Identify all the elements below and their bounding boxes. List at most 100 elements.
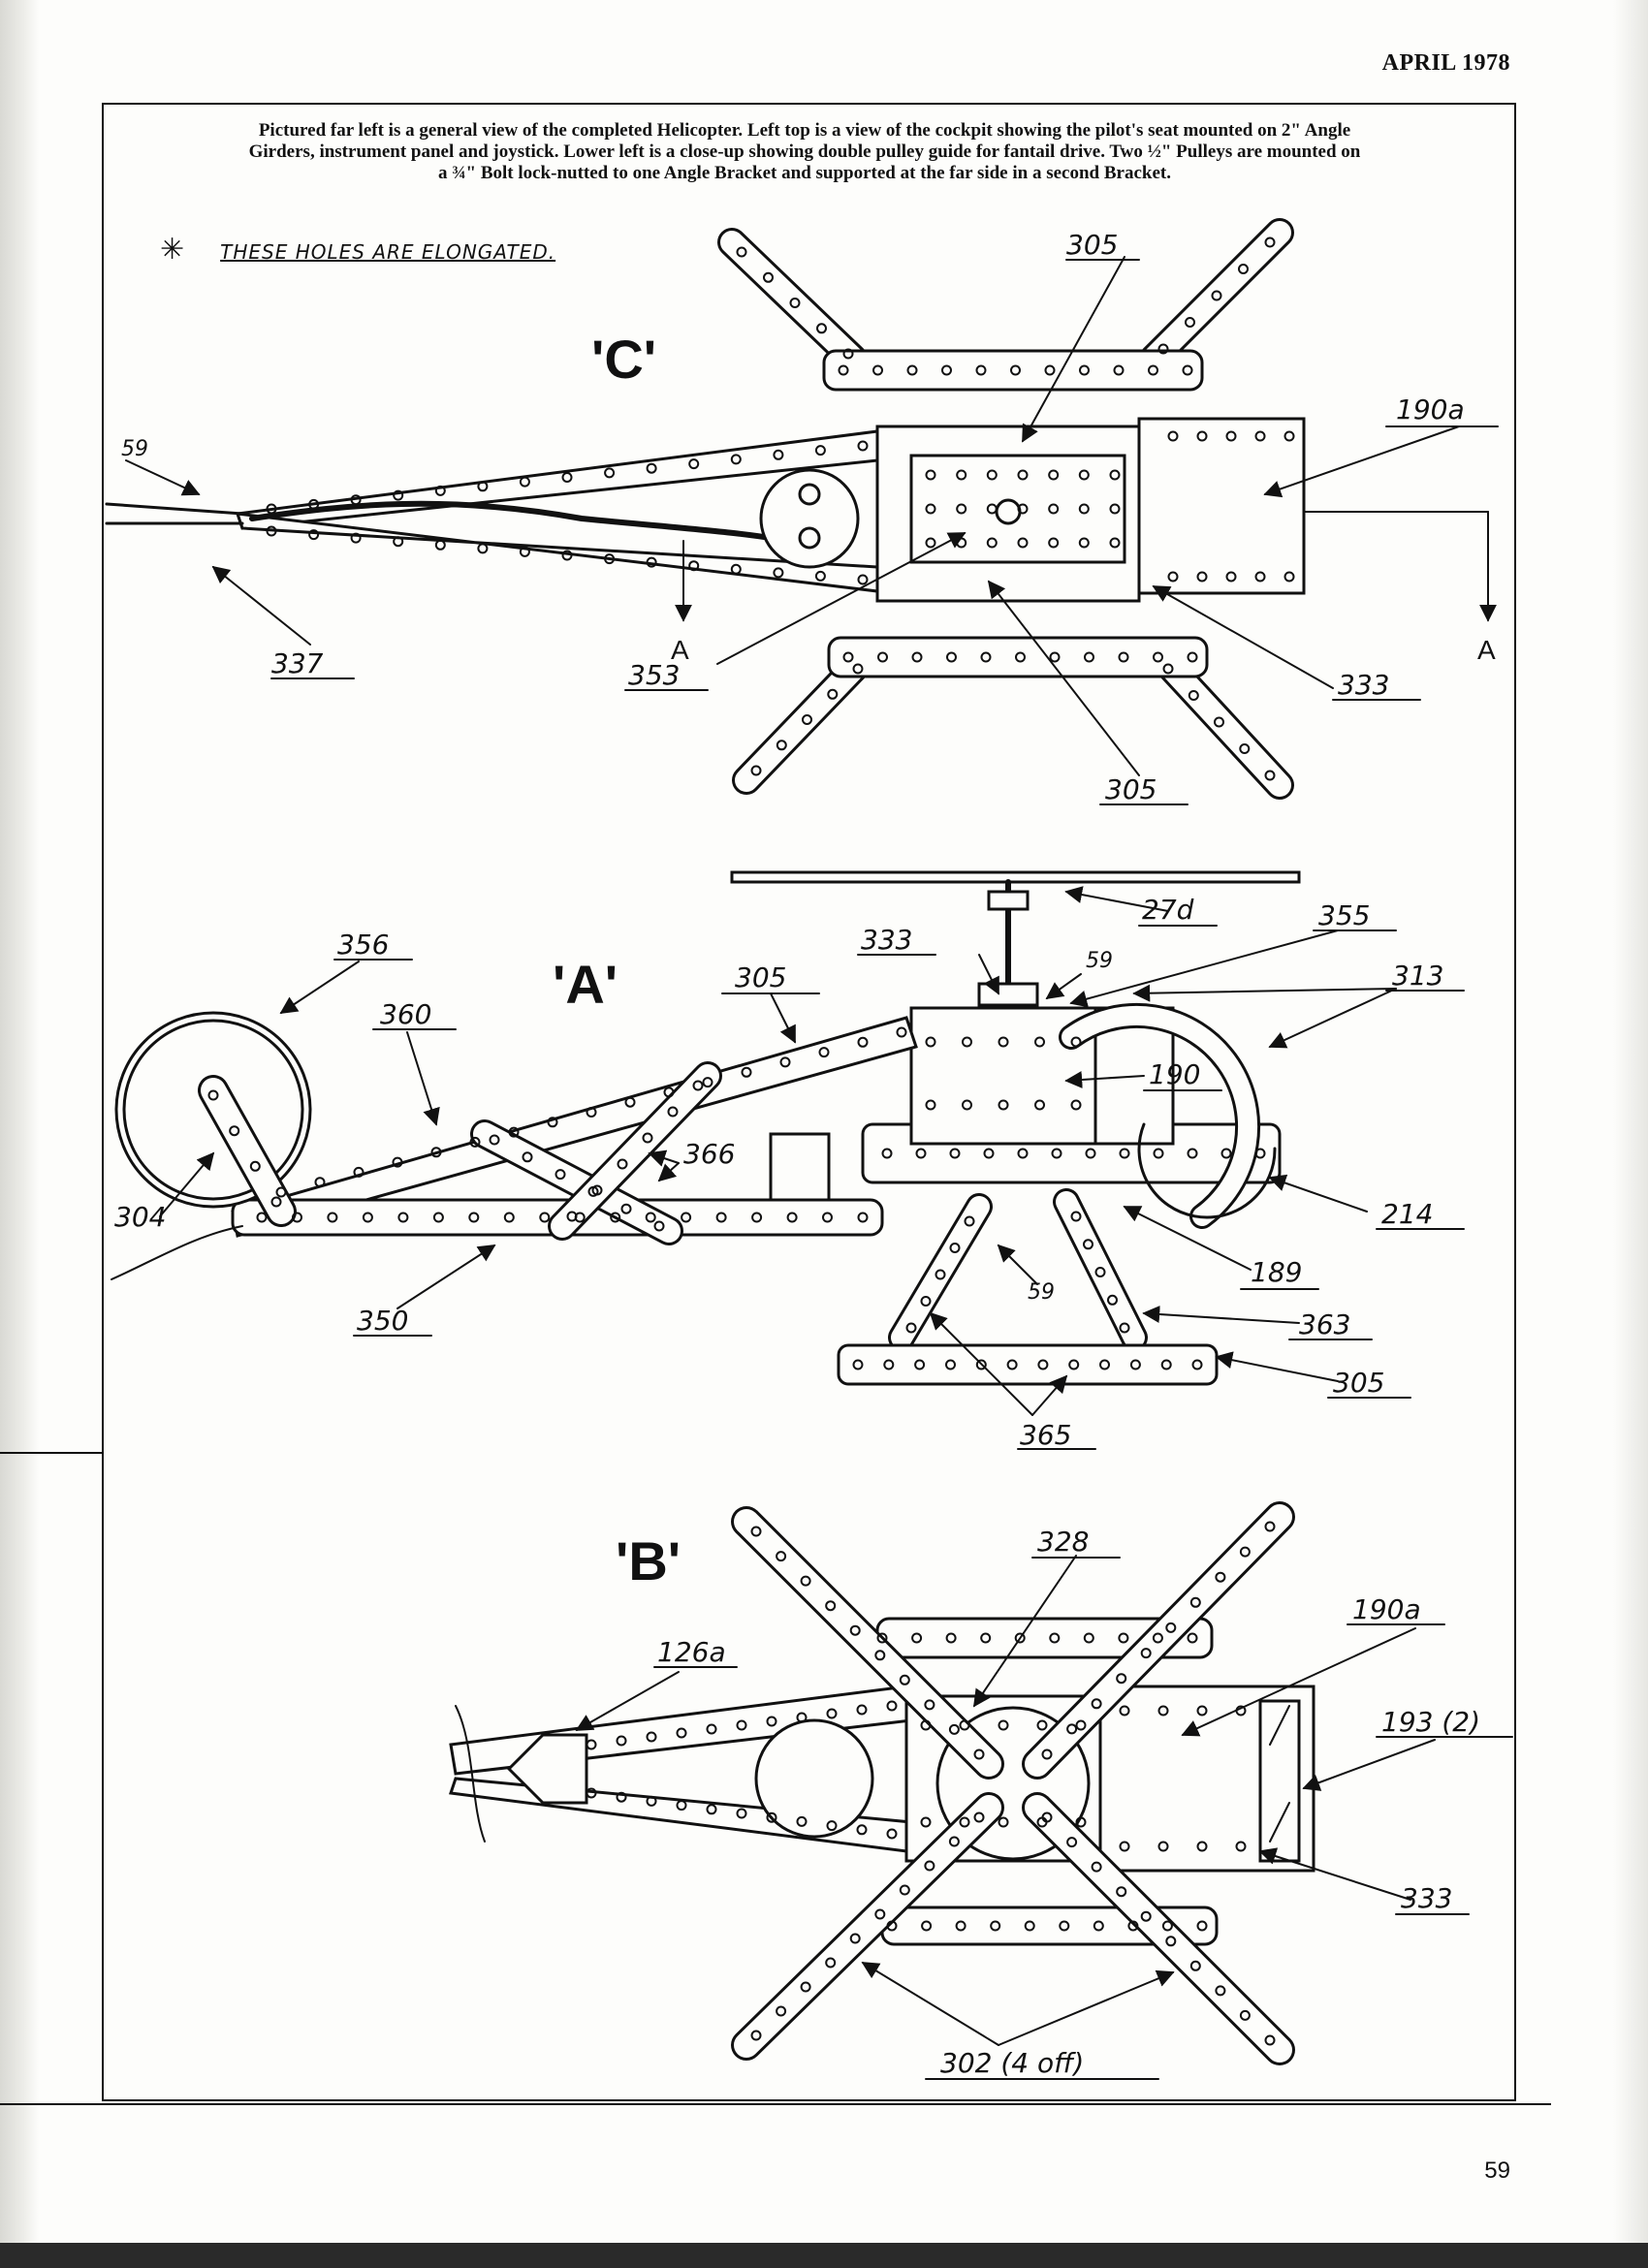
- strip-hole: [519, 546, 530, 557]
- strip-hole: [826, 1708, 838, 1719]
- strip-hole: [852, 663, 864, 675]
- strip-hole: [1167, 430, 1179, 442]
- part-label: 302 (4 off): [940, 2047, 1084, 2079]
- strip-hole: [646, 1795, 657, 1807]
- strip-hole: [1254, 571, 1266, 583]
- strip-hole: [1083, 1632, 1094, 1644]
- strip-hole: [975, 364, 987, 376]
- strip-hole: [816, 323, 827, 334]
- strip-hole: [849, 1624, 861, 1636]
- part-label: 333: [861, 924, 912, 956]
- strip-hole: [1187, 1632, 1198, 1644]
- strip-hole: [920, 1816, 932, 1828]
- strip-hole: [275, 1186, 287, 1198]
- strip-hole: [886, 1828, 898, 1840]
- strip-hole: [800, 1981, 811, 1993]
- strip-hole: [962, 1036, 972, 1048]
- strip-hole: [1070, 1099, 1082, 1111]
- part-label: 353: [628, 659, 680, 691]
- strip-hole: [393, 536, 404, 548]
- strip-hole: [959, 1719, 970, 1731]
- part-label: 190a: [1352, 1593, 1421, 1625]
- strip-hole: [1041, 1748, 1053, 1760]
- strip-hole: [1140, 1910, 1152, 1922]
- part-label: 193 (2): [1381, 1706, 1480, 1738]
- strip-hole: [1109, 537, 1121, 549]
- strip-hole: [955, 1920, 967, 1932]
- strip-hole: [1010, 364, 1021, 376]
- strip-hole: [949, 1243, 961, 1253]
- strip-hole: [1162, 663, 1174, 675]
- strip-hole: [1118, 1632, 1129, 1644]
- part-label: 27d: [1142, 894, 1194, 926]
- strip-hole: [610, 1212, 621, 1223]
- strip-hole: [827, 688, 839, 700]
- strip-hole: [741, 1066, 752, 1078]
- strip-hole: [1215, 1985, 1226, 1997]
- strip-hole: [430, 1147, 442, 1158]
- strip-hole: [624, 1096, 636, 1108]
- strip-hole: [561, 472, 573, 483]
- strip-hole: [776, 2005, 787, 2017]
- strip-hole: [1048, 537, 1060, 549]
- strip-hole: [825, 1600, 837, 1612]
- strip-hole: [676, 1727, 687, 1739]
- strip-hole: [688, 560, 700, 572]
- strip-hole: [906, 364, 918, 376]
- strip-hole: [1034, 1036, 1045, 1048]
- strip-hole: [730, 454, 742, 465]
- strip-hole: [616, 1791, 627, 1803]
- strip-hole: [730, 563, 742, 575]
- diagram-frame: [102, 103, 1516, 2101]
- part-label: 59: [1086, 949, 1113, 973]
- part-label: 190: [1149, 1058, 1200, 1090]
- strip-hole: [706, 1804, 717, 1815]
- strip-hole: [786, 1212, 798, 1223]
- strip-hole: [547, 1117, 558, 1128]
- strip-hole: [1068, 1359, 1080, 1370]
- strip-hole: [1264, 2034, 1276, 2046]
- part-label: 189: [1251, 1256, 1302, 1288]
- view-c-drawing: [105, 218, 1499, 805]
- strip-hole: [924, 1699, 935, 1711]
- strip-hole: [434, 485, 446, 496]
- strip-hole: [945, 1632, 957, 1644]
- strip-hole: [849, 1933, 861, 1944]
- caption-line-2: Girders, instrument panel and joystick. …: [248, 142, 1361, 162]
- strip-hole: [676, 1800, 687, 1811]
- strip-hole: [586, 1787, 597, 1799]
- strip-hole: [561, 550, 573, 561]
- view-label-c: 'C': [591, 329, 656, 390]
- strip-hole: [432, 1212, 444, 1223]
- strip-hole: [826, 1820, 838, 1832]
- strip-hole: [1196, 1841, 1208, 1852]
- strip-hole: [308, 498, 320, 510]
- strip-hole: [876, 1632, 888, 1644]
- strip-hole: [857, 440, 869, 452]
- strip-hole: [1264, 1521, 1276, 1532]
- strip-hole: [1113, 364, 1125, 376]
- strip-hole: [353, 1166, 364, 1178]
- strip-hole: [1075, 1719, 1087, 1731]
- strip-hole: [663, 1087, 675, 1098]
- strip-hole: [1140, 1648, 1152, 1659]
- strip-hole: [1127, 1920, 1139, 1932]
- strip-hole: [1059, 1920, 1070, 1932]
- section-marker-left: A: [671, 635, 689, 665]
- strip-hole: [1152, 1632, 1163, 1644]
- strip-hole: [814, 570, 826, 582]
- part-label: 305: [1105, 773, 1157, 805]
- part-label: 333: [1401, 1882, 1452, 1914]
- section-marker-right: A: [1477, 635, 1496, 665]
- strip-hole: [1254, 430, 1266, 442]
- strip-hole: [1264, 770, 1276, 781]
- strip-hole: [872, 364, 883, 376]
- strip-hole: [1099, 1359, 1110, 1370]
- strip-hole: [566, 1211, 578, 1222]
- strip-hole: [959, 1816, 970, 1828]
- strip-hole: [899, 1884, 910, 1896]
- strip-hole: [1148, 364, 1158, 376]
- strip-hole: [825, 1957, 837, 1969]
- strip-hole: [1185, 317, 1195, 328]
- strip-hole: [586, 1107, 597, 1118]
